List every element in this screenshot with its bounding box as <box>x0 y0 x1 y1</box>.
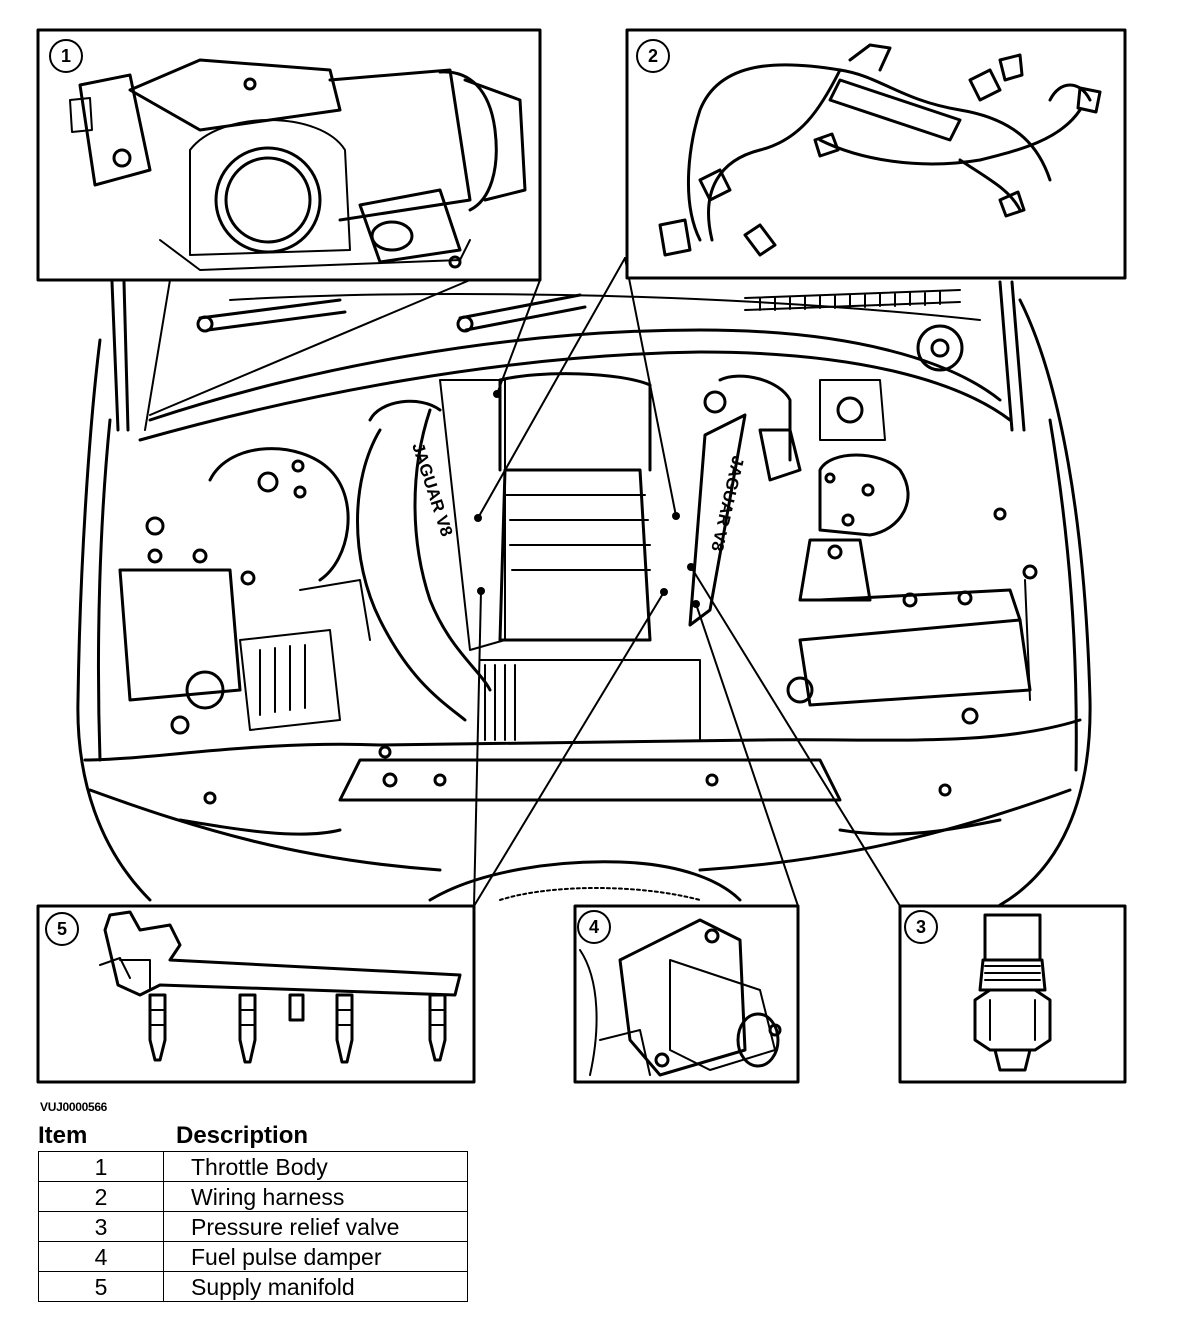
inset-wiring-harness <box>625 28 1127 280</box>
table-row: 5 Supply manifold <box>38 1271 468 1302</box>
callout-5: 5 <box>57 919 67 939</box>
item-description: Pressure relief valve <box>163 1211 468 1242</box>
leader-endpoints <box>474 390 700 608</box>
item-number: 1 <box>38 1151 164 1182</box>
engine-badge-right: JAGUAR V8 <box>707 454 747 553</box>
inset-supply-manifold <box>36 904 476 1084</box>
item-number: 3 <box>38 1211 164 1242</box>
legend-table: 1 Throttle Body 2 Wiring harness 3 Press… <box>38 1151 468 1302</box>
engine-bay <box>76 280 1092 907</box>
item-description: Throttle Body <box>163 1151 468 1182</box>
callout-1: 1 <box>61 46 71 66</box>
item-description: Supply manifold <box>163 1271 468 1302</box>
item-description: Wiring harness <box>163 1181 468 1212</box>
table-row: 3 Pressure relief valve <box>38 1211 468 1242</box>
inset-pressure-relief-valve <box>898 904 1127 1084</box>
leader-lines <box>144 257 901 907</box>
item-number: 5 <box>38 1271 164 1302</box>
item-description: Fuel pulse damper <box>163 1241 468 1272</box>
callout-circles <box>45 39 938 946</box>
inset-fuel-pulse-damper <box>573 904 800 1084</box>
item-number: 4 <box>38 1241 164 1272</box>
legend-description-header: Description <box>176 1122 309 1149</box>
inset-throttle-body <box>36 28 542 282</box>
callout-4: 4 <box>589 917 599 937</box>
callout-2: 2 <box>648 46 658 66</box>
table-row: 2 Wiring harness <box>38 1181 468 1212</box>
table-row: 1 Throttle Body <box>38 1151 468 1182</box>
table-row: 4 Fuel pulse damper <box>38 1241 468 1272</box>
legend-item-header: Item <box>38 1122 88 1149</box>
callout-3: 3 <box>916 917 926 937</box>
engine-bay-diagram: 1 2 3 4 5 JAGUAR V8 JAGUAR V8 <box>36 28 1127 1084</box>
reference-code: VUJ0000566 <box>40 1100 108 1114</box>
item-number: 2 <box>38 1181 164 1212</box>
